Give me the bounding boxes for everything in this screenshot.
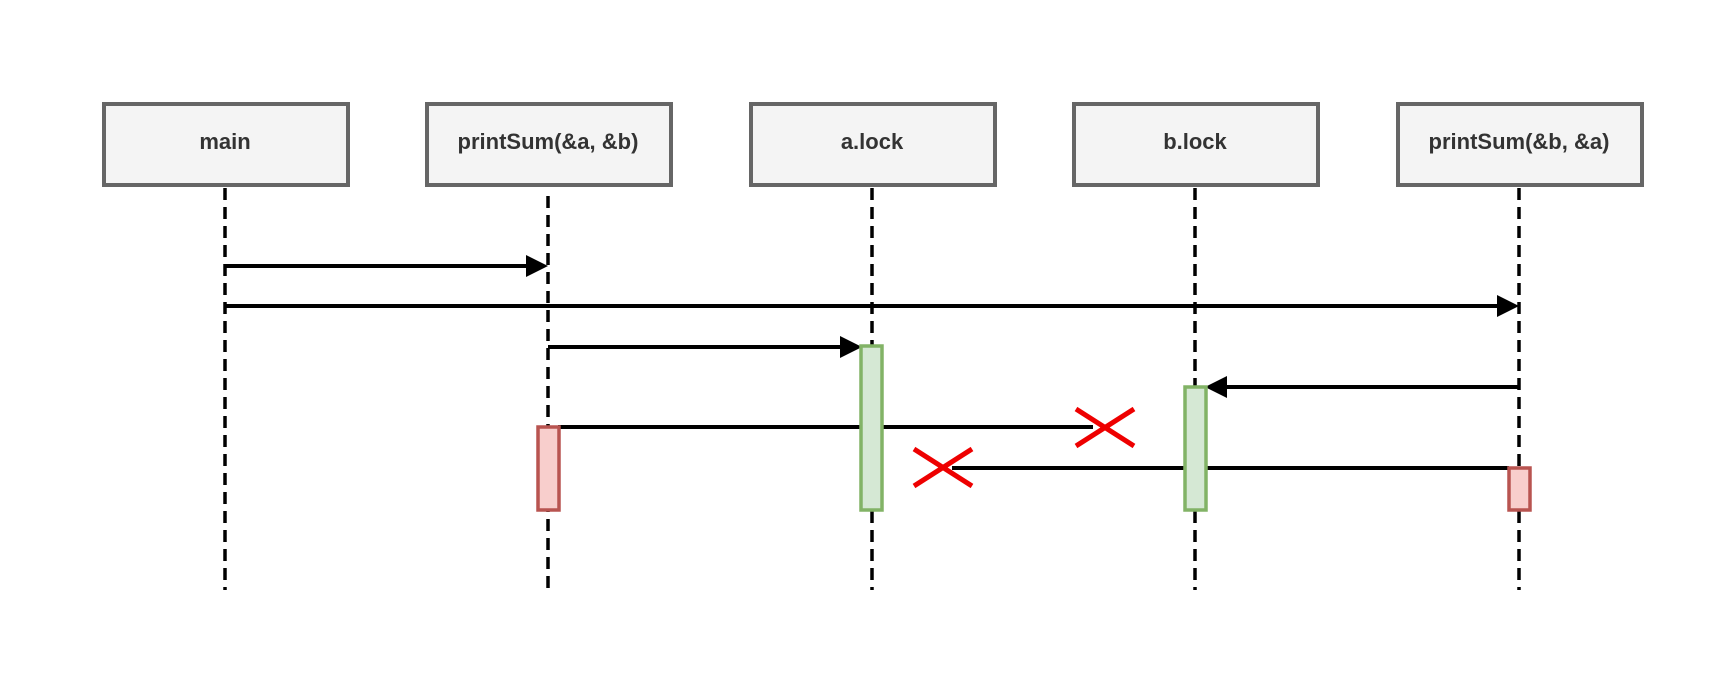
activation-b-lock-held — [1183, 385, 1208, 512]
message-printsum-ba-to-b-lock — [1205, 376, 1519, 398]
participant-b-lock: b.lock — [1072, 102, 1320, 187]
message-printsum-ab-to-a-lock — [548, 336, 862, 358]
arrowhead-icon — [1205, 376, 1227, 398]
participant-label-printsum-ba: printSum(&b, &a) — [1429, 129, 1610, 154]
message-printsum-ab-to-b-lock-blocked — [558, 406, 1136, 449]
participant-label-printsum-ab: printSum(&a, &b) — [458, 129, 639, 154]
blocked-cross-icon — [912, 446, 974, 489]
participant-main: main — [102, 102, 350, 187]
participant-printsum-ab: printSum(&a, &b) — [425, 102, 673, 187]
participant-label-a-lock: a.lock — [841, 129, 904, 154]
message-printsum-ba-to-a-lock-blocked — [912, 446, 1509, 489]
blocked-cross-icon — [1074, 406, 1136, 449]
participant-label-b-lock: b.lock — [1163, 129, 1227, 154]
activation-printsum-ab-waiting — [536, 425, 561, 512]
arrowhead-icon — [840, 336, 862, 358]
message-main-to-printsum-ba — [225, 295, 1519, 317]
message-main-to-printsum-ab — [225, 255, 548, 277]
activation-printsum-ba-waiting — [1507, 466, 1532, 512]
participant-label-main: main — [199, 129, 250, 154]
arrowhead-icon — [526, 255, 548, 277]
participant-a-lock: a.lock — [749, 102, 997, 187]
activation-a-lock-held — [859, 344, 884, 512]
participant-printsum-ba: printSum(&b, &a) — [1396, 102, 1644, 187]
arrowhead-icon — [1497, 295, 1519, 317]
